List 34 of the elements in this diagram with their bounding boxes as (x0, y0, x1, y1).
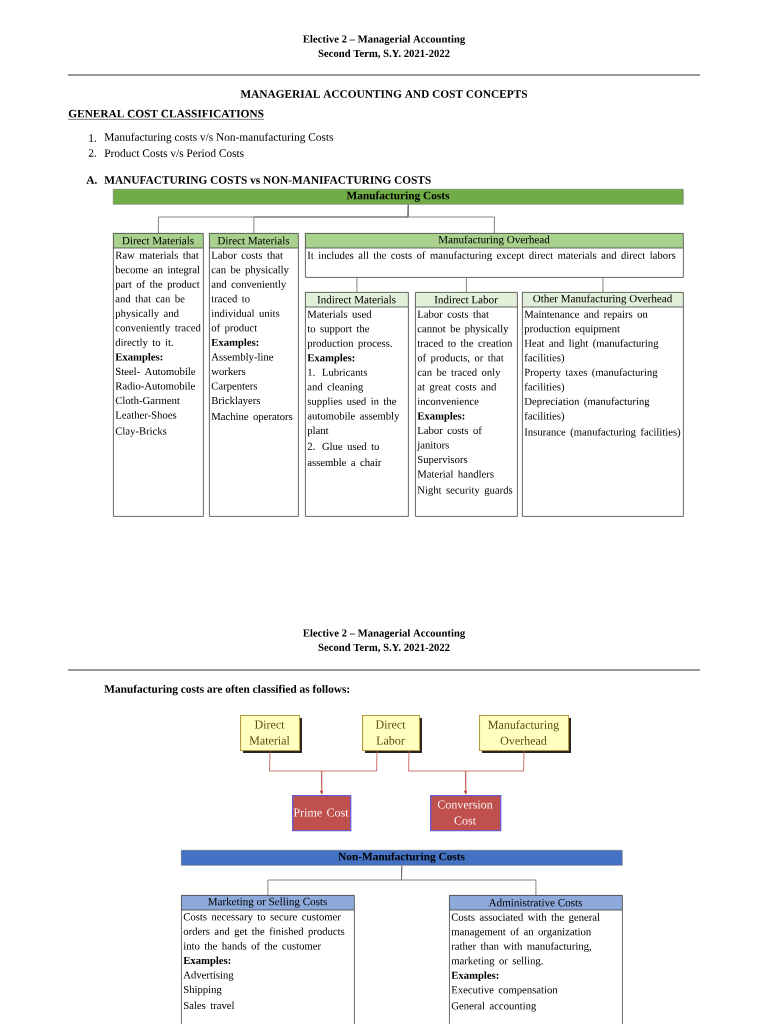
cost-box: Indirect Materials Materials used to support the production process. Examples: 1. Lubricants and cleaning supplies used in the automobile assembly plant 2. Glue used to assemble a chair (304, 292, 409, 517)
list-item: Product Costs v/s Period Costs (104, 149, 244, 157)
connector-line (401, 865, 537, 896)
connector-line (356, 277, 358, 293)
cost-box: Manufacturing Overhead It includes all the costs of manufacturing except direct materials and direct labors (304, 233, 684, 278)
cost-box: Marketing or Selling Costs Costs necessary to secure customer orders and get the finished products into the hands of the customer Examples: Advertising Shipping Sales travel (180, 895, 355, 1024)
arrow (464, 750, 525, 795)
list-item: Manufacturing costs v/s Non-manufacturing Costs (104, 132, 333, 144)
heading: Manufacturing costs are often classified as follows: (104, 684, 350, 696)
list-item: 1. (89, 134, 97, 142)
cost-box: Administrative Costs Costs associated with the general management of an organization rather than with manufacturing, marketing or selling. Examples: Executive compensation General accounting (448, 895, 623, 1024)
cost-box: Other Manufacturing Overhead Maintenance and repairs on production equipment Heat and light (manufacturing facilities) Property taxes (manufacturing facilities) Depreciation (manufacturing facilities) Insurance (manufacturing facilities) (521, 292, 684, 517)
section-heading: GENERAL COST CLASSIFICATIONS (68, 109, 265, 120)
list-item: 2. (88, 149, 97, 157)
cost-box: Indirect Labor Labor costs that cannot be physically traced to the creation of products, or that can be traced only at great costs and inconvenience Examples: Labor costs of janitors Supervisors Material handlers Night security guards (414, 292, 518, 517)
connector-line (466, 277, 467, 293)
section-bar: Non-Manufacturing Costs (181, 850, 623, 866)
cost-total-box: Prime Cost (292, 795, 352, 832)
page-title: MANAGERIAL ACCOUNTING AND COST CONCEPTS (240, 90, 528, 98)
section-bar: Manufacturing Costs (113, 189, 684, 205)
heading: A. (86, 176, 97, 184)
page-header: Second Term, S.Y. 2021-2022 (318, 643, 450, 653)
cost-element-box: Direct Material (240, 715, 302, 753)
cost-total-box: Conversion Cost (430, 795, 502, 832)
cost-box: Direct Materials Labor costs that can be physically and conveniently traced to individual units of product Examples: Assembly-line workers Carpenters Bricklayers Machine operators (208, 233, 299, 517)
cost-box: Direct Materials Raw materials that become an integral part of the product and that can be physically and conveniently traced directly to it. Examples: Steel- Automobile Radio-Automobile Cloth-Garment Leather-Shoes Clay-Bricks (112, 233, 204, 517)
page-header: Elective 2 – Managerial Accounting (303, 629, 466, 639)
arrow (320, 750, 378, 795)
connector-line (407, 204, 495, 234)
cost-element-box: Manufacturing Overhead (479, 715, 571, 753)
page-header: Elective 2 – Managerial Accounting (303, 35, 466, 45)
page-header: Second Term, S.Y. 2021-2022 (318, 49, 450, 59)
connector-line (602, 277, 604, 293)
cost-element-box: Direct Labor (362, 715, 422, 753)
